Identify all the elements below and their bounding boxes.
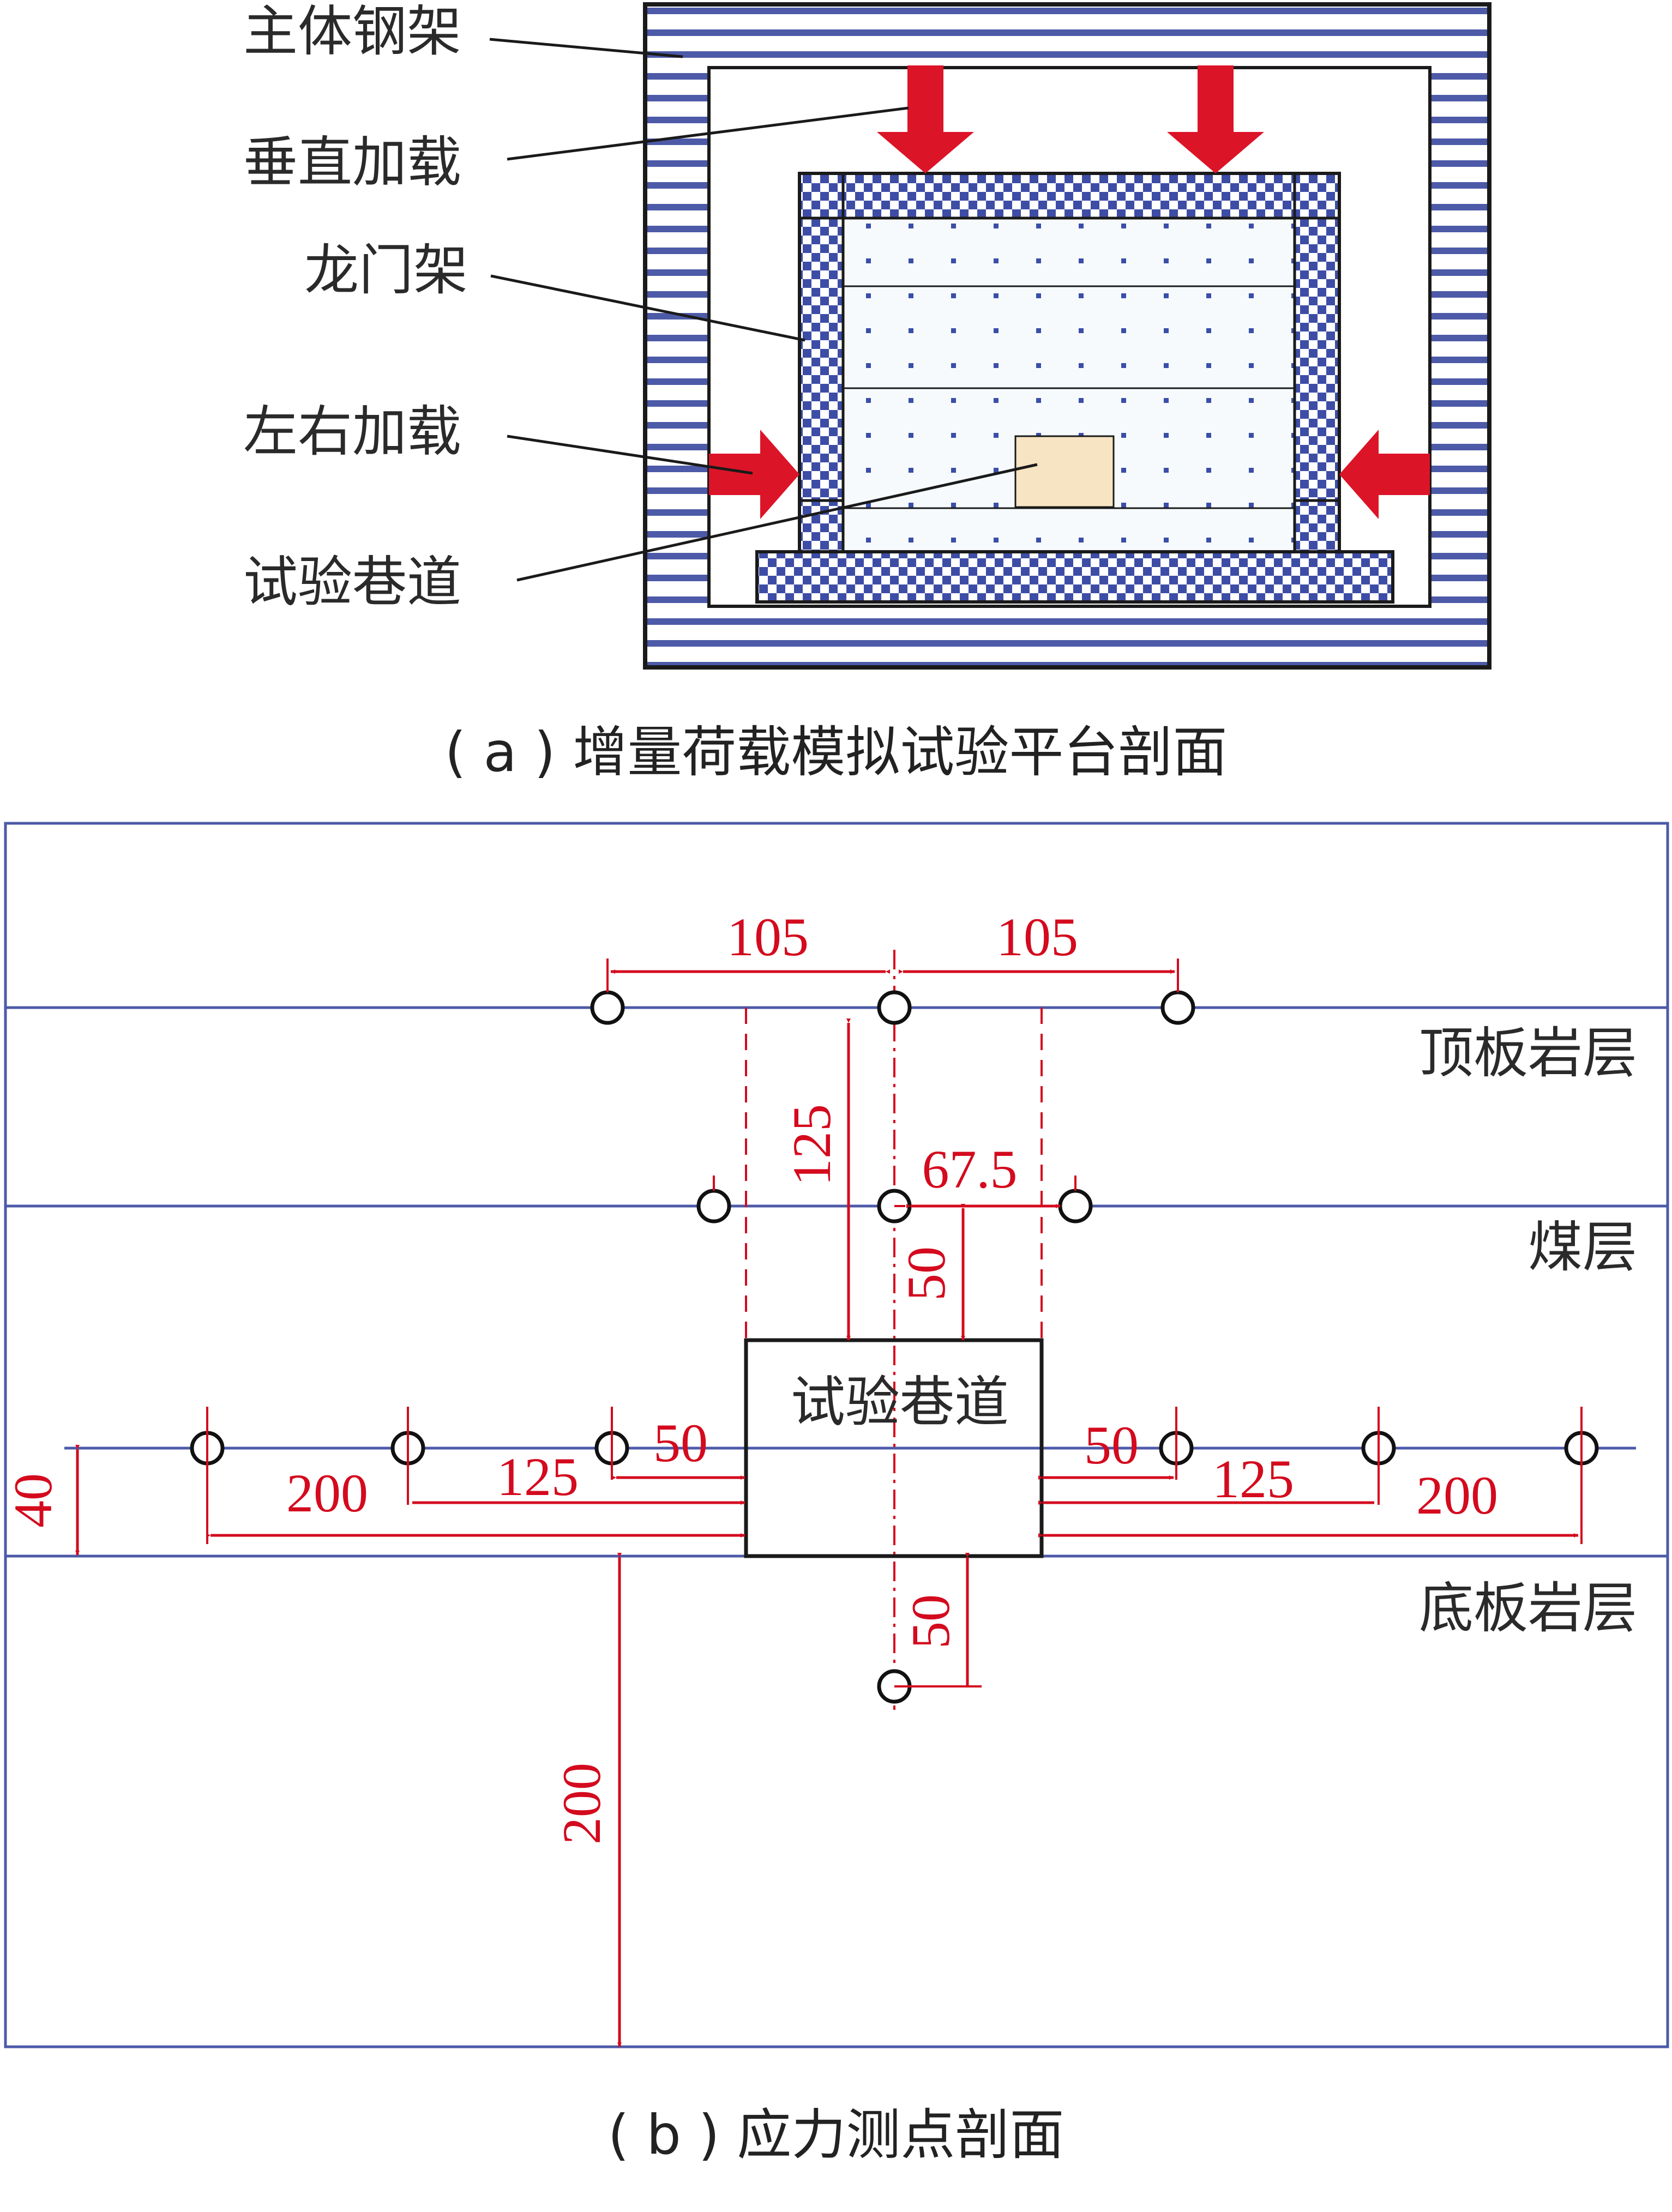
dim-label-side-right-mid: 125 [1212,1449,1294,1509]
vertical-loading-arrows [877,65,1264,173]
guide-lines [745,950,1043,1710]
dim-label-top-left: 105 [727,907,809,967]
point-coal-right [1058,1189,1093,1223]
extension-lines [206,959,1583,1687]
leader-lines [489,38,1038,582]
label-test-roadway: 试验巷道 [243,550,461,614]
dim-label-floor-point: 50 [900,1594,961,1649]
label-gantry-frame: 龙门架 [304,238,468,302]
caption-b: ( b ) 应力测点剖面 [608,2103,1064,2167]
dim-label-floor-depth: 200 [551,1763,612,1845]
lateral-loading-arrows [709,430,1430,519]
test-roadway-label: 试验巷道 [791,1370,1009,1434]
point-coal-left [696,1189,731,1223]
gantry-frame [755,172,1394,604]
vertical-arrow-right [1167,65,1264,173]
label-vertical-loading: 垂直加载 [243,130,461,194]
panel-a-diagram: 主体钢架 垂直加载 龙门架 左右加载 试验巷道 ( a ) 增量荷载模拟试验平台… [243,0,1491,784]
panel-b-border [4,822,1669,2048]
point-roof-center [877,990,912,1025]
dim-label-side-left-far: 200 [286,1463,368,1523]
dim-label-top-right: 105 [996,907,1078,967]
dim-label-side-left-mid: 125 [497,1446,579,1507]
label-lateral-loading: 左右加载 [243,400,461,463]
dimension-arrows [75,969,1578,2047]
dim-label-coal-height: 50 [896,1246,957,1301]
panel-b-diagram: 试验巷道 [3,822,1669,2167]
vertical-arrow-left [877,65,974,173]
dim-label-line-offset: 40 [3,1473,63,1528]
label-main-steel-frame: 主体钢架 [243,0,461,63]
layer-label-coal: 煤层 [1528,1215,1637,1279]
point-roof-left [590,990,625,1025]
dim-label-side-right-near: 50 [1084,1415,1139,1475]
dim-label-coal-spacing: 67.5 [922,1139,1018,1200]
layer-label-roof: 顶板岩层 [1419,1021,1637,1085]
dim-label-side-right-far: 200 [1416,1465,1498,1526]
test-roadway [744,1338,1044,1558]
caption-a: ( a ) 增量荷载模拟试验平台剖面 [445,720,1228,784]
dim-label-side-left-near: 50 [653,1413,708,1473]
lateral-arrow-right [1339,430,1430,519]
dim-label-roof-height: 125 [781,1104,842,1186]
model-test-roadway [1014,435,1115,508]
point-roof-right [1160,990,1195,1025]
layer-label-floor: 底板岩层 [1419,1576,1637,1640]
lateral-arrow-left [709,430,799,519]
